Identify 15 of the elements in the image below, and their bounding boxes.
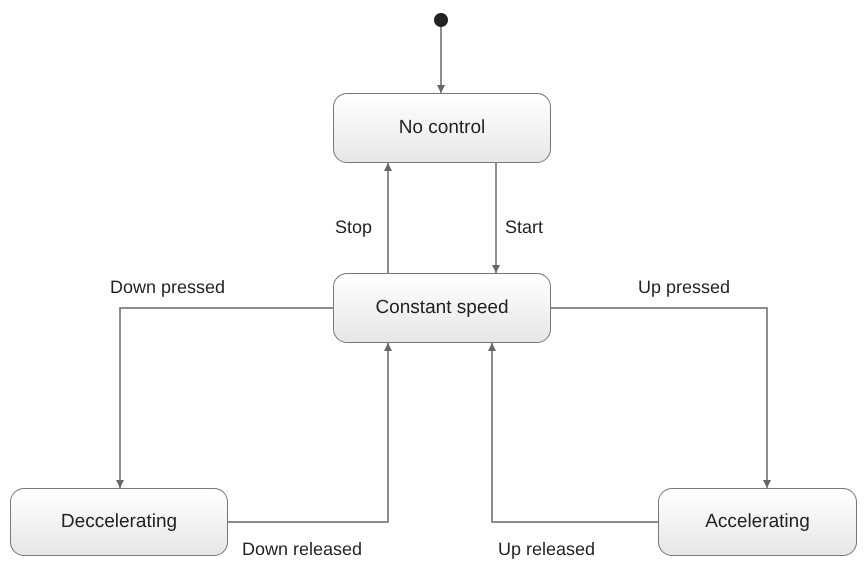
state-box — [10, 488, 228, 556]
state-name: Constant speed — [375, 296, 509, 320]
arrow — [492, 163, 500, 273]
state-box — [658, 488, 857, 556]
arrow — [228, 343, 392, 523]
arrow — [551, 307, 771, 488]
state-name: No control — [398, 116, 486, 140]
state-box — [333, 273, 551, 343]
state-name: Deccelerating — [60, 510, 178, 534]
state-box — [333, 93, 551, 163]
state-name: Accelerating — [705, 510, 810, 534]
arrow — [437, 27, 445, 93]
arrow — [384, 163, 392, 273]
arrow — [488, 343, 658, 523]
arrow — [116, 307, 333, 488]
